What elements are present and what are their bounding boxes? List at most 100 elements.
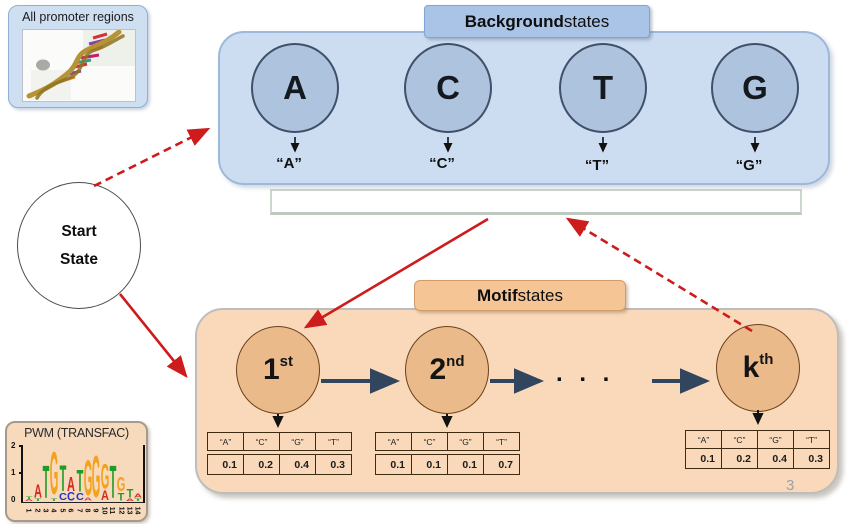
logo-letter-G: G bbox=[83, 451, 93, 508]
logo-letter-T: T bbox=[34, 497, 41, 502]
table-value-cell: 0.2 bbox=[721, 448, 758, 469]
background-header-bold: Background bbox=[464, 11, 564, 31]
emission-label-a: “A” bbox=[276, 155, 302, 172]
logo-column: T bbox=[109, 447, 117, 510]
motif-state-1-ordinal: st bbox=[279, 352, 294, 370]
logo-letter-C: C bbox=[67, 490, 76, 504]
emission-table-3: “A” “C” “G” “T” 0.1 0.2 0.4 0.3 bbox=[685, 430, 830, 469]
pwm-x-label: 4 bbox=[49, 508, 57, 513]
pwm-x-label: 1 bbox=[24, 508, 32, 513]
logo-letter-G: G bbox=[117, 474, 126, 497]
pwm-x-label: 9 bbox=[91, 508, 99, 513]
background-header-rest: states bbox=[563, 11, 610, 31]
table-value-cell: 0.2 bbox=[243, 454, 280, 475]
motif-state-k-ordinal: th bbox=[759, 350, 774, 368]
table-value-cell: 0.1 bbox=[375, 454, 412, 475]
emission-table-1-header-row: “A” “C” “G” “T” bbox=[207, 432, 352, 451]
emission-table-1-value-row: 0.1 0.2 0.4 0.3 bbox=[207, 454, 352, 475]
table-value-cell: 0.1 bbox=[447, 454, 484, 475]
pwm-title: PWM (TRANSFAC) bbox=[24, 426, 129, 440]
background-state-circle-g: G bbox=[711, 43, 799, 133]
logo-letter-T: T bbox=[118, 490, 125, 504]
table-value-cell: 0.1 bbox=[411, 454, 448, 475]
motif-states-header: Motif states bbox=[414, 280, 626, 311]
logo-letter-A: A bbox=[100, 488, 109, 504]
logo-letter-A: A bbox=[125, 497, 134, 502]
slide-number: 3 bbox=[786, 477, 795, 494]
y-tick-label-1: 1 bbox=[11, 468, 16, 477]
logo-letter-T: T bbox=[25, 495, 33, 500]
start-state-line1: Start bbox=[61, 223, 97, 241]
table-value-cell: 0.4 bbox=[279, 454, 316, 475]
background-state-circle-c: C bbox=[404, 43, 492, 133]
logo-letter-G: G bbox=[50, 443, 59, 510]
y-tick-mark bbox=[19, 472, 23, 474]
logo-letter-A: A bbox=[33, 481, 42, 502]
emission-table-1: “A” “C” “G” “T” 0.1 0.2 0.4 0.3 bbox=[207, 432, 352, 475]
table-value-cell: 0.7 bbox=[483, 454, 520, 475]
state-letter-t: T bbox=[592, 69, 614, 106]
background-state-circle-a: A bbox=[251, 43, 339, 133]
logo-letter-A: A bbox=[134, 493, 143, 500]
logo-letter-T: T bbox=[126, 487, 134, 501]
pwm-x-label: 8 bbox=[83, 508, 91, 513]
pwm-x-label: 11 bbox=[108, 506, 116, 515]
table-header-cell: “A” bbox=[207, 432, 244, 451]
emission-table-3-value-row: 0.1 0.2 0.4 0.3 bbox=[685, 448, 830, 469]
logo-letter-T: T bbox=[76, 464, 83, 500]
motif-state-2-base: 2 bbox=[429, 353, 447, 386]
pwm-x-axis bbox=[21, 501, 143, 503]
emission-table-2-value-row: 0.1 0.1 0.1 0.7 bbox=[375, 454, 520, 475]
motif-ellipsis: . . . bbox=[556, 360, 615, 387]
motif-header-bold: Motif bbox=[477, 285, 518, 305]
motif-state-k-base: k bbox=[742, 351, 760, 384]
table-value-cell: 0.1 bbox=[685, 448, 722, 469]
motif-state-1-base: 1 bbox=[262, 353, 280, 386]
emission-label-t: “T” bbox=[584, 157, 610, 174]
table-value-cell: 0.3 bbox=[793, 448, 830, 469]
logo-letter-T: T bbox=[109, 458, 117, 510]
logo-letter-T: T bbox=[50, 497, 58, 502]
pwm-x-label: 7 bbox=[75, 508, 83, 513]
logo-column: T bbox=[42, 447, 50, 510]
state-letter-g: G bbox=[742, 69, 768, 106]
pwm-right-axis bbox=[142, 445, 145, 503]
logo-letter-G: G bbox=[92, 446, 101, 513]
arrow-start-to-background bbox=[93, 127, 211, 188]
logo-letter-T: T bbox=[42, 458, 50, 510]
pwm-x-label: 10 bbox=[100, 506, 108, 515]
y-tick-mark bbox=[19, 445, 23, 447]
logo-letter-T: T bbox=[134, 497, 142, 502]
table-header-cell: “A” bbox=[375, 432, 412, 451]
pwm-x-label: 5 bbox=[58, 508, 66, 513]
pwm-x-label: 3 bbox=[41, 508, 49, 513]
emission-table-2: “A” “C” “G” “T” 0.1 0.1 0.1 0.7 bbox=[375, 432, 520, 475]
state-letter-c: C bbox=[436, 69, 460, 106]
state-letter-a: A bbox=[283, 69, 307, 106]
logo-letter-G: G bbox=[100, 458, 109, 498]
background-state-circle-t: T bbox=[559, 43, 647, 133]
table-value-cell: 0.1 bbox=[207, 454, 244, 475]
pwm-x-label: 13 bbox=[125, 506, 133, 515]
logo-column: G bbox=[92, 446, 101, 513]
table-value-cell: 0.3 bbox=[315, 454, 352, 475]
logo-letter-C: C bbox=[58, 491, 67, 503]
dna-image bbox=[22, 29, 136, 102]
promoter-regions-title: All promoter regions bbox=[22, 10, 134, 24]
start-state-circle: Start State bbox=[17, 182, 141, 309]
logo-letter-A: A bbox=[83, 496, 92, 502]
motif-header-rest: states bbox=[517, 285, 563, 305]
pwm-x-label: 12 bbox=[116, 506, 124, 515]
table-header-cell: “C” bbox=[243, 432, 280, 451]
